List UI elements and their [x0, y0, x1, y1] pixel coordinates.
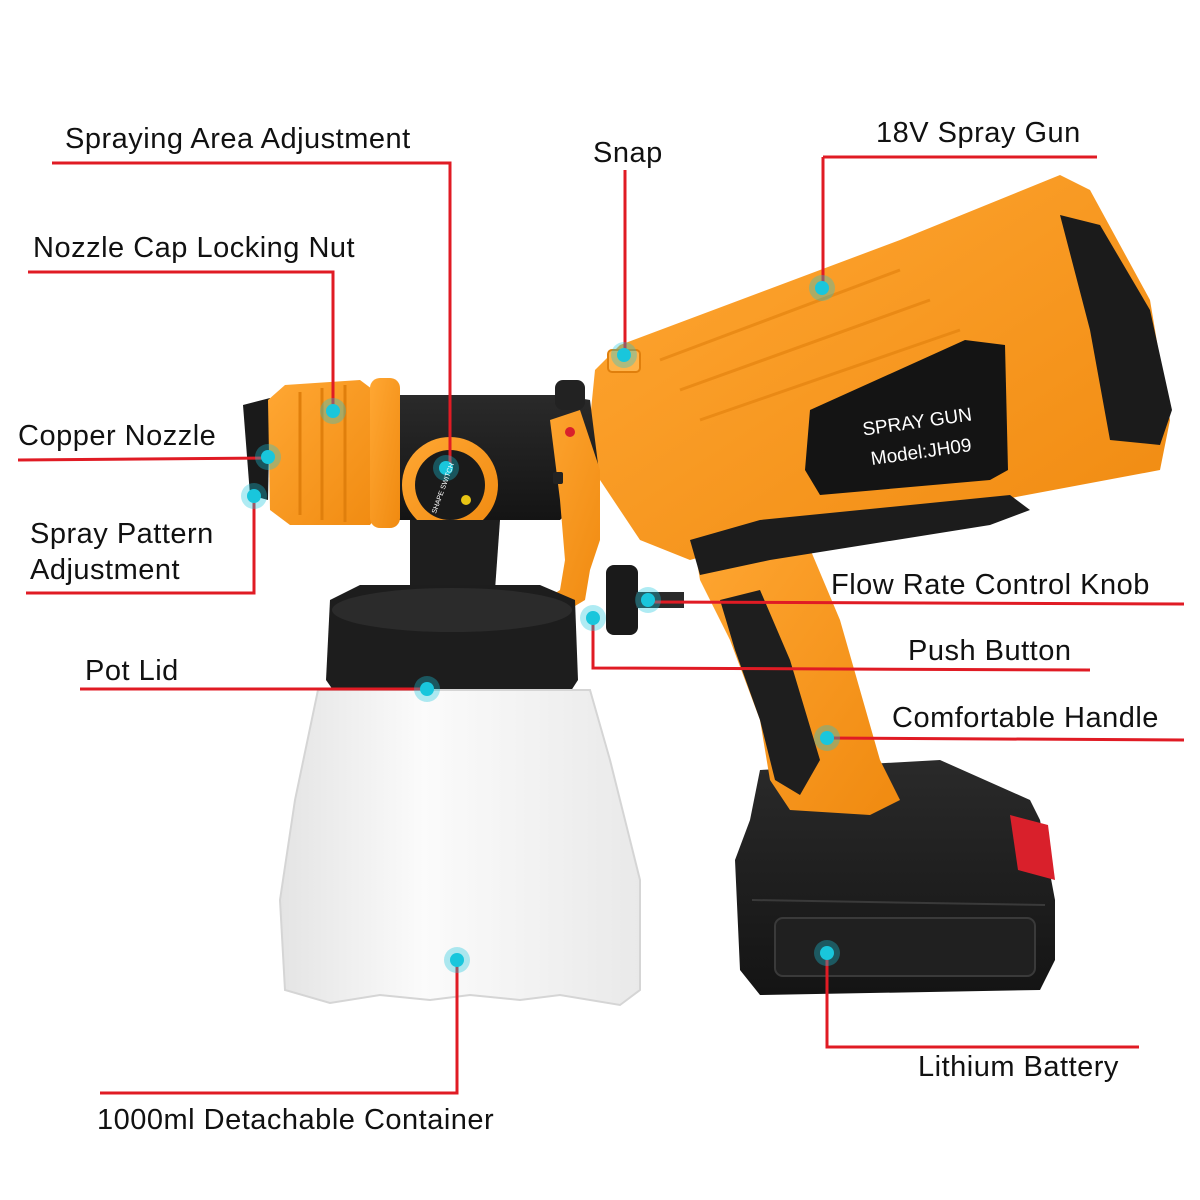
- lithium-battery: [735, 760, 1055, 995]
- line-flow-rate: [647, 600, 1185, 606]
- line-copper-nozzle: [17, 456, 269, 462]
- marker-copper-nozzle: [255, 444, 281, 470]
- trigger: [530, 410, 600, 615]
- line-push-button: [591, 618, 1091, 672]
- marker-spray-gun: [809, 275, 835, 301]
- marker-battery: [814, 940, 840, 966]
- nozzle-assembly: [243, 378, 400, 528]
- label-push-button: Push Button: [908, 635, 1072, 667]
- line-spray-pattern: [26, 496, 256, 595]
- line-handle: [826, 736, 1185, 742]
- marker-spraying-area: [433, 455, 459, 481]
- pot-lid: [326, 585, 578, 700]
- marker-push-button: [580, 605, 606, 631]
- label-1000ml-container: 1000ml Detachable Container: [97, 1104, 495, 1136]
- detachable-container: [278, 689, 641, 1007]
- label-pot-lid: Pot Lid: [85, 655, 179, 687]
- line-nozzle-cap: [28, 270, 335, 410]
- label-spray-pattern-line2: Adjustment: [30, 554, 181, 586]
- label-nozzle-cap-locking-nut: Nozzle Cap Locking Nut: [33, 232, 356, 264]
- marker-snap: [611, 342, 637, 368]
- label-spraying-area-adjustment: Spraying Area Adjustment: [65, 123, 411, 155]
- line-spraying-area: [52, 161, 452, 470]
- callout-lines: [17, 155, 1185, 1095]
- marker-nozzle-cap: [320, 398, 346, 424]
- label-lithium-battery: Lithium Battery: [918, 1051, 1119, 1083]
- marker-flow-rate: [635, 587, 661, 613]
- label-spray-pattern-line1: Spray Pattern: [30, 518, 214, 550]
- marker-handle: [814, 725, 840, 751]
- label-comfortable-handle: Comfortable Handle: [892, 702, 1159, 734]
- line-container: [100, 962, 459, 1095]
- callout-markers: [241, 275, 840, 973]
- shape-switch-dial: [402, 437, 498, 533]
- marker-spray-pattern: [241, 483, 267, 509]
- label-copper-nozzle: Copper Nozzle: [18, 420, 217, 452]
- label-flow-rate-control-knob: Flow Rate Control Knob: [831, 569, 1150, 601]
- line-battery: [825, 955, 1139, 1049]
- marker-pot-lid: [414, 676, 440, 702]
- marker-container: [444, 947, 470, 973]
- label-18v-spray-gun: 18V Spray Gun: [876, 117, 1081, 149]
- spray-gun-body: [590, 175, 1172, 575]
- label-snap: Snap: [593, 137, 663, 169]
- container-neck: [410, 520, 500, 590]
